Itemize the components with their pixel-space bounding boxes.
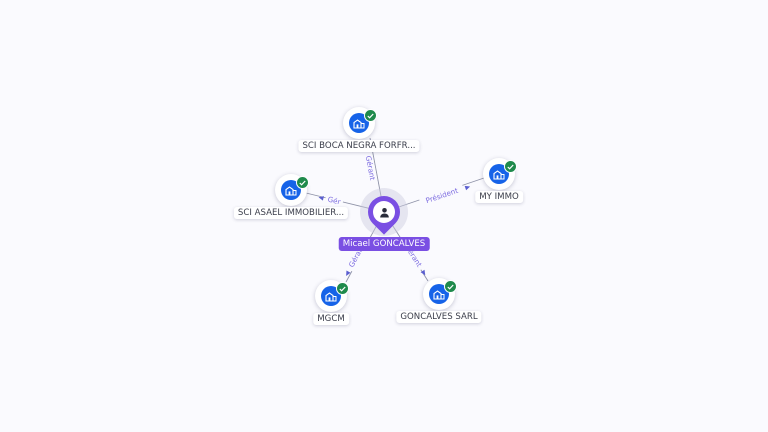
company-label: GONCALVES SARL (396, 311, 482, 323)
edge-role-label: Gérant (364, 155, 377, 181)
company-node-goncalves-sarl[interactable]: GONCALVES SARL (396, 278, 482, 323)
company-node-my-immo[interactable]: MY IMMO (475, 158, 523, 203)
person-icon (373, 201, 395, 223)
company-label: MY IMMO (475, 191, 523, 203)
verified-check-icon (364, 109, 377, 122)
edge-label-background (363, 151, 378, 185)
company-node-sci-boca-negra[interactable]: SCI BOCA NEGRA FORFR... (298, 107, 420, 152)
edge-arrow-icon (464, 185, 471, 191)
verified-check-icon (444, 280, 457, 293)
verified-check-icon (504, 160, 517, 173)
verified-check-icon (296, 176, 309, 189)
verified-check-icon (336, 282, 349, 295)
edge-label-background (418, 183, 465, 208)
edge-role-label: Président (425, 186, 460, 205)
company-node-mgcm[interactable]: MGCM (313, 280, 349, 325)
company-label: SCI ASAEL IMMOBILIER... (233, 207, 349, 219)
edge-label-background (324, 194, 344, 207)
edge-arrow-icon (420, 269, 426, 276)
edge-arrow-icon (318, 196, 324, 201)
person-label: Micael GONCALVES (338, 237, 430, 251)
person-node[interactable]: Micael GONCALVES (338, 188, 430, 251)
company-label: MGCM (313, 313, 349, 325)
edge-role-label: Gér (327, 195, 342, 207)
company-node-sci-asael[interactable]: SCI ASAEL IMMOBILIER... (233, 174, 349, 219)
company-label: SCI BOCA NEGRA FORFR... (298, 140, 420, 152)
edge-arrow-icon (346, 270, 351, 277)
